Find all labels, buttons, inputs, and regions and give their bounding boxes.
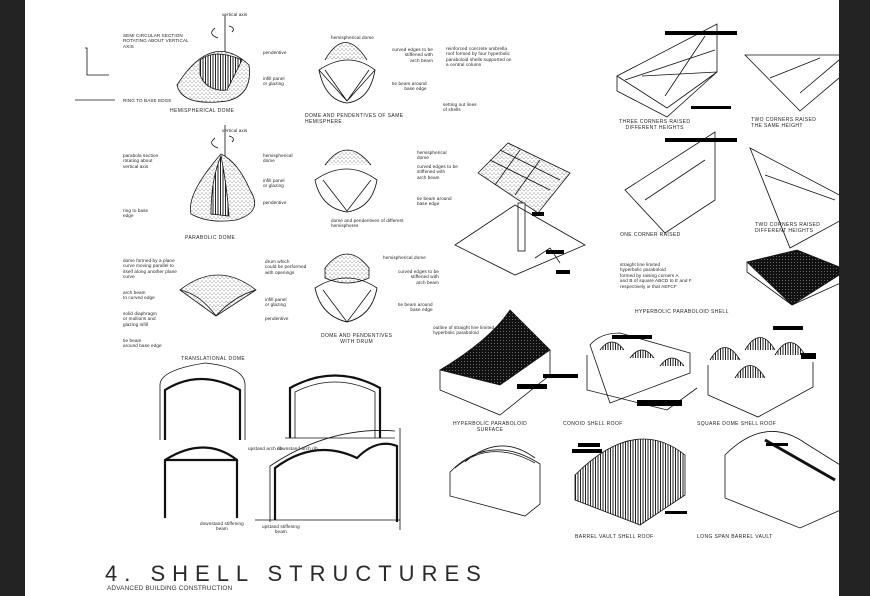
page-title: 4. SHELL STRUCTURES: [105, 561, 488, 586]
label-ring-base-2: ring to base edge: [123, 208, 149, 219]
translational-dome-drawing: [179, 274, 257, 317]
label-dome-formed: dome formed by a plane curve moving para…: [123, 258, 177, 280]
label-bar: [766, 443, 788, 446]
caption-dome-pendentives-same: DOME AND PENDENTIVES OF SAME HEMISPHERE: [305, 113, 404, 125]
label-infill: infill panel or glazing: [263, 76, 285, 87]
caption-hyperbolic-paraboloid-shell: HYPERBOLIC PARABOLOID SHELL: [635, 309, 729, 315]
caption-one-corner: ONE CORNER RAISED: [620, 232, 681, 238]
caption-parabolic-dome: PARABOLIC DOME: [185, 235, 236, 241]
label-downstand-arch-rib: downstand arch rib: [277, 446, 318, 451]
page-subtitle: ADVANCED BUILDING CONSTRUCTION: [107, 585, 233, 592]
label-upstand-arch-rib: upstand arch rib: [248, 446, 283, 451]
label-hemispherical-dome-left: hemispherical dome: [263, 153, 293, 164]
caption-translational-dome: TRANSLATIONAL DOME: [181, 356, 246, 362]
umbrella-roof-drawing: [454, 142, 586, 276]
label-bar: [572, 449, 602, 453]
label-downstand-stiffening-beam: downstand stiffening beam: [200, 521, 244, 532]
hemispherical-dome-drawing: [75, 15, 250, 103]
caption-conoid-shell-roof: CONOID SHELL ROOF: [563, 421, 623, 427]
label-bar: [612, 335, 652, 339]
label-bar: [665, 511, 687, 514]
caption-two-corners-different: TWO CORNERS RAISED DIFFERENT HEIGHTS: [755, 222, 821, 234]
label-bar: [556, 270, 570, 274]
label-bar: [691, 106, 731, 109]
dome-pendentives-different-drawing: [314, 149, 378, 213]
label-bar: [517, 384, 547, 389]
label-bar: [546, 250, 564, 254]
parabolic-dome-drawing: [189, 125, 255, 222]
caption-hyperbolic-paraboloid-surface: HYPERBOLIC PARABOLOID SURFACE: [453, 421, 528, 433]
label-arch-beam: arch beam to curved edge: [123, 290, 155, 301]
label-vertical-axis-2: vertical axis: [222, 128, 248, 133]
label-semicircular-section: SEMI CIRCULAR SECTION ROTATING ABOUT VER…: [123, 33, 189, 49]
label-bar: [665, 138, 737, 142]
label-infill-2: infill panel or glazing: [263, 178, 285, 189]
label-tie-beam-4: tie beam around base edge: [398, 302, 433, 313]
label-infill-3: infill panel or glazing: [265, 297, 287, 308]
label-bar: [801, 353, 816, 359]
caption-three-corners: THREE CORNERS RAISED DIFFERENT HEIGHTS: [619, 119, 691, 131]
label-parabola-section: parabola section rotating about vertical…: [123, 153, 159, 169]
arch-ribs-drawing: [159, 362, 401, 530]
hyperbolic-paraboloid-surface-drawing: [438, 309, 551, 416]
hyperbolic-paraboloid-shell-drawing: [746, 249, 839, 306]
label-tie-beam-2: tie beam around base edge: [417, 196, 452, 207]
label-hemispherical-dome-3: hemispherical dome: [383, 255, 426, 260]
label-drum: drum which could be performed with openi…: [265, 259, 307, 275]
caption-square-dome-shell-roof: SQUARE DOME SHELL ROOF: [697, 421, 777, 427]
label-outline-hyperbolic: outline of straight line limited hyperbo…: [433, 325, 495, 336]
caption-long-span-barrel-vault: LONG SPAN BARREL VAULT: [697, 534, 773, 540]
label-pendentive-3: pendentive: [265, 316, 289, 321]
label-straight-line-limited: straight line limited hyperbolic parabol…: [620, 262, 692, 289]
label-solid-diaphragm: solid diaphragm or mullions and glazing …: [123, 311, 157, 327]
dome-pendentives-drum-drawing: [314, 253, 378, 323]
caption-dome-pendentives-different: dome and pendentives of different hemisp…: [331, 218, 404, 229]
caption-dome-pendentives-drum: DOME AND PENDENTIVES WITH DRUM: [321, 333, 393, 345]
label-hemispherical-dome-right: hemispherical dome: [417, 150, 447, 161]
dome-pendentives-same-drawing: [318, 42, 376, 104]
label-umbrella-roof: reinforced concrete umbrella roof formed…: [446, 46, 512, 68]
label-bar: [637, 400, 682, 406]
caption-hemispherical-dome: HEMISPHERICAL DOME: [170, 108, 235, 114]
label-bar: [665, 31, 737, 35]
label-curved-edges-3: curved edges to be stiffened with arch b…: [398, 269, 439, 285]
caption-two-corners-same: TWO CORNERS RAISED THE SAME HEIGHT: [751, 117, 817, 129]
document-page: vertical axis SEMI CIRCULAR SECTION ROTA…: [25, 0, 839, 596]
label-tie-beam-3: tie beam around base edge: [123, 338, 162, 349]
label-tie-beam: tie beam around base edge: [392, 81, 427, 92]
label-pendentive-2: pendentive: [263, 200, 287, 205]
label-upstand-stiffening-beam: upstand stiffening beam: [262, 524, 300, 535]
label-pendentive: pendentive: [263, 50, 287, 55]
drawing-sheet: [75, 15, 839, 530]
label-bar: [543, 374, 578, 378]
hyperbolic-corners-drawing: [616, 23, 839, 249]
label-curved-edges-2: curved edges to be stiffened with arch b…: [417, 164, 458, 180]
label-bar: [773, 326, 803, 330]
square-dome-shell-roof-drawing: [707, 337, 814, 418]
label-vertical-axis: vertical axis: [222, 12, 248, 17]
caption-barrel-vault-shell-roof: BARREL VAULT SHELL ROOF: [575, 534, 654, 540]
barrel-vault-roofs-drawing: [449, 431, 839, 529]
label-bar: [578, 443, 600, 447]
label-setting-out: setting out lines of shells: [443, 102, 477, 113]
label-ring-base: RING TO BASE EDGE: [123, 98, 172, 103]
label-bar: [532, 212, 544, 216]
conoid-shell-roof-drawing: [586, 332, 698, 411]
label-hemispherical-dome: hemispherical dome: [331, 35, 374, 40]
label-curved-edges: curved edges to be stiffened with arch b…: [392, 47, 433, 63]
